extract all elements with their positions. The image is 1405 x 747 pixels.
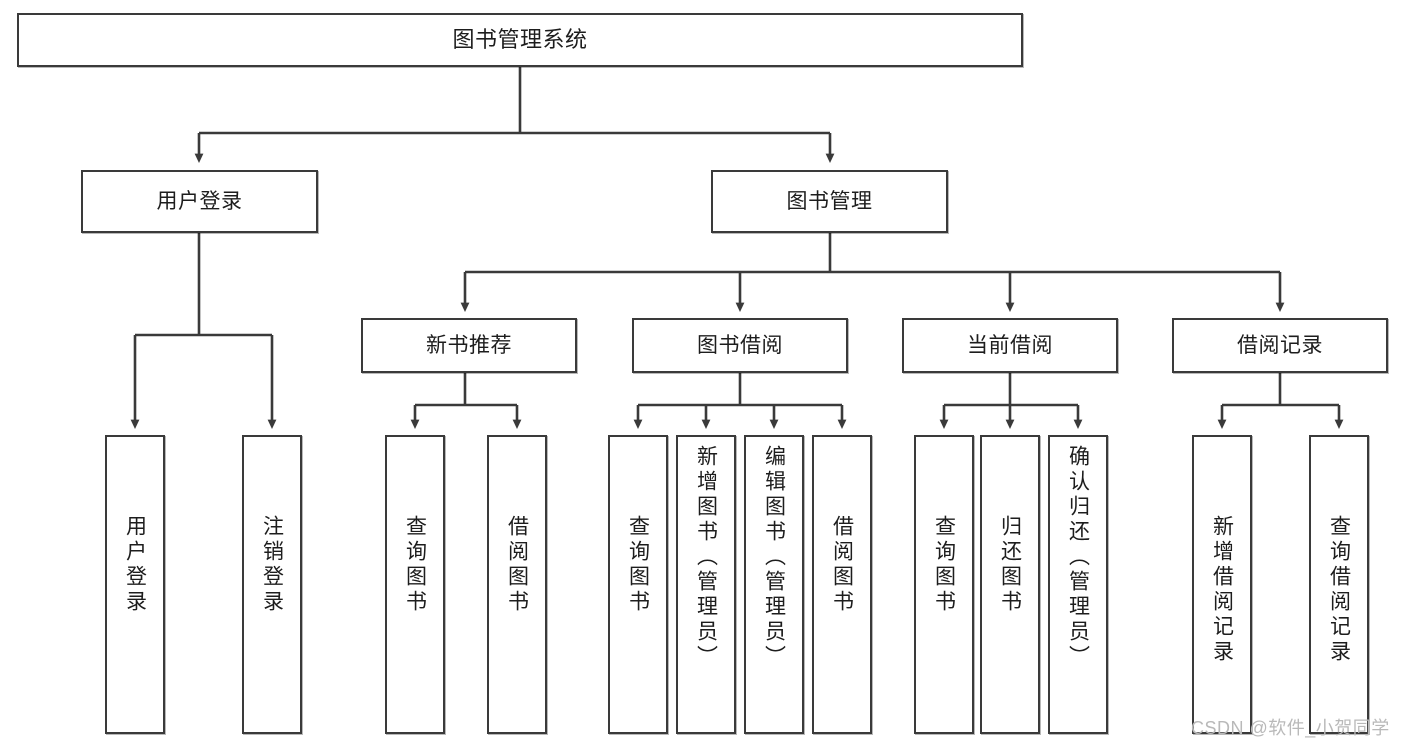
- node-new-book-recommend[interactable]: 新书推荐: [361, 318, 577, 373]
- node-label: 借阅图书: [505, 515, 529, 615]
- leaf-book-borrow-borrow-book[interactable]: 借阅图书: [812, 435, 872, 734]
- leaf-current-borrow-query-book[interactable]: 查询图书: [914, 435, 974, 734]
- node-label: 新书推荐: [426, 333, 512, 357]
- node-label: 用户登录: [156, 189, 243, 213]
- leaf-borrow-record-add-record[interactable]: 新增借阅记录: [1192, 435, 1252, 734]
- node-label: 图书借阅: [697, 333, 783, 357]
- node-label: 编辑图书（管理员）: [762, 445, 786, 670]
- node-label: 图书管理系统: [452, 26, 588, 52]
- leaf-current-borrow-return-book[interactable]: 归还图书: [980, 435, 1040, 734]
- leaf-current-borrow-confirm-return-admin[interactable]: 确认归还（管理员）: [1048, 435, 1108, 734]
- node-label: 查询借阅记录: [1327, 515, 1351, 665]
- leaf-new-book-borrow-book[interactable]: 借阅图书: [487, 435, 547, 734]
- leaf-book-borrow-add-book-admin[interactable]: 新增图书（管理员）: [676, 435, 736, 734]
- leaf-book-borrow-edit-book-admin[interactable]: 编辑图书（管理员）: [744, 435, 804, 734]
- node-label: 借阅图书: [830, 515, 854, 615]
- node-label: 注销登录: [260, 515, 284, 615]
- node-label: 查询图书: [932, 515, 956, 615]
- leaf-user-login-signin[interactable]: 用户登录: [105, 435, 165, 734]
- node-label: 查询图书: [403, 515, 427, 615]
- leaf-borrow-record-query-record[interactable]: 查询借阅记录: [1309, 435, 1369, 734]
- node-label: 当前借阅: [967, 333, 1053, 357]
- node-label: 查询图书: [626, 515, 650, 615]
- watermark-text: CSDN @软件_小贺同学: [1191, 718, 1390, 738]
- node-label: 确认归还（管理员）: [1066, 445, 1090, 670]
- node-label: 归还图书: [998, 515, 1022, 615]
- node-borrow-record[interactable]: 借阅记录: [1172, 318, 1388, 373]
- node-user-login[interactable]: 用户登录: [81, 170, 318, 233]
- leaf-book-borrow-query-book[interactable]: 查询图书: [608, 435, 668, 734]
- node-root-book-management-system[interactable]: 图书管理系统: [17, 13, 1023, 67]
- leaf-new-book-query-book[interactable]: 查询图书: [385, 435, 445, 734]
- node-label: 新增借阅记录: [1210, 515, 1234, 665]
- node-current-borrow[interactable]: 当前借阅: [902, 318, 1118, 373]
- node-label: 用户登录: [123, 515, 147, 615]
- node-book-borrow[interactable]: 图书借阅: [632, 318, 848, 373]
- node-book-management[interactable]: 图书管理: [711, 170, 948, 233]
- node-label: 新增图书（管理员）: [694, 445, 718, 670]
- node-label: 借阅记录: [1237, 333, 1323, 357]
- node-label: 图书管理: [786, 189, 873, 213]
- leaf-user-login-signout[interactable]: 注销登录: [242, 435, 302, 734]
